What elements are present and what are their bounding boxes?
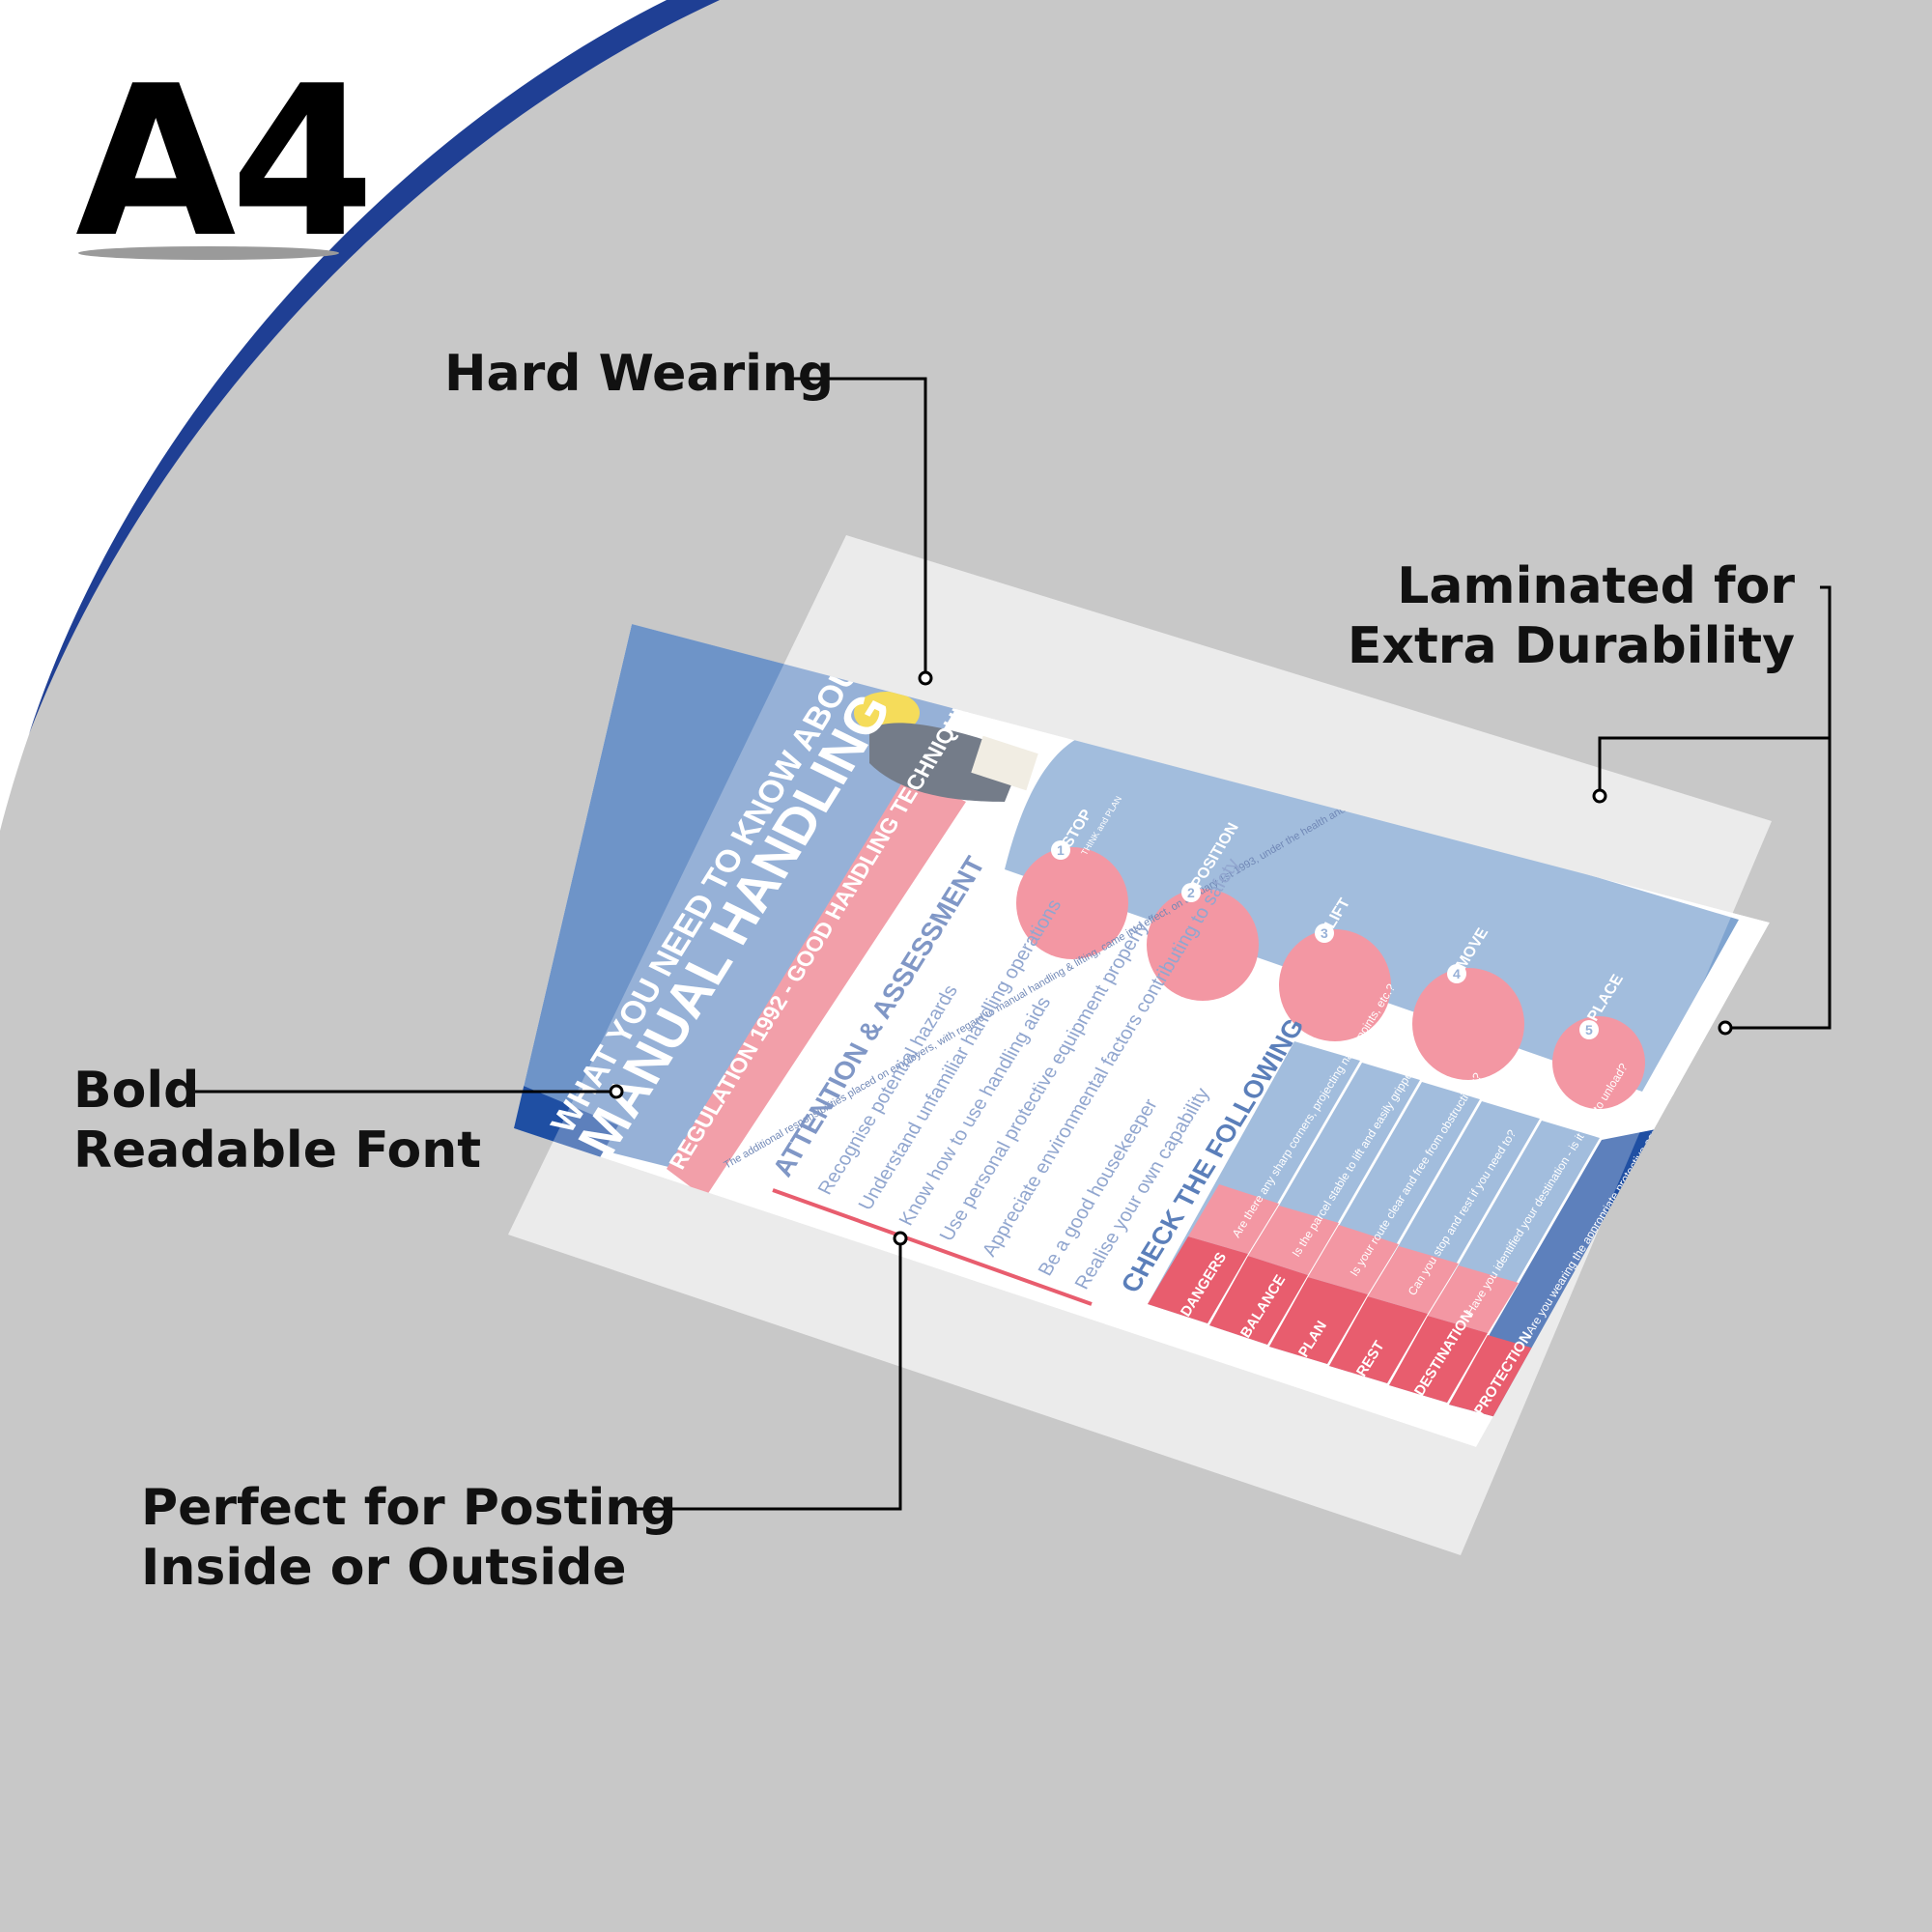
dot-posting (893, 1231, 908, 1246)
poster-header (514, 624, 976, 1169)
dot-bold-font (609, 1084, 624, 1099)
check-pink-5 (1428, 1265, 1519, 1333)
laminate-gloss (508, 535, 1772, 1555)
poster-subheader (667, 773, 966, 1198)
callout-posting: Perfect for Posting Inside or Outside (141, 1478, 677, 1598)
callout-laminated-line1: Laminated for (1397, 557, 1795, 615)
step-circle-1 (1016, 847, 1128, 959)
step-circle-4 (1412, 968, 1524, 1080)
leader-posting (628, 1238, 902, 1511)
check-label-2 (1209, 1256, 1308, 1345)
check-bars (1148, 1041, 1700, 1420)
callout-laminated: Laminated for Extra Durability (1348, 556, 1795, 676)
callout-bold-font-line1: Bold (73, 1062, 200, 1120)
worker-figure (854, 692, 1038, 802)
callout-hard-wearing-text: Hard Wearing (444, 345, 835, 403)
leader-hard-wearing (790, 377, 927, 678)
step-3-num: 3 (1321, 925, 1328, 941)
callout-hard-wearing: Hard Wearing (444, 344, 834, 404)
white-corner (0, 0, 715, 831)
leader-laminated (1725, 585, 1832, 1030)
steps-panel (1005, 729, 1739, 1092)
callout-posting-line2: Inside or Outside (141, 1539, 627, 1597)
leader-laminated-branch (1598, 736, 1830, 796)
attention-underline (772, 1188, 1093, 1306)
step-5-num: 5 (1585, 1022, 1593, 1037)
check-label-1 (1148, 1236, 1248, 1323)
step-1-num: 1 (1057, 842, 1065, 858)
size-label: A4 (75, 41, 375, 283)
step-4-num: 4 (1453, 966, 1461, 981)
dot-laminated-2 (1718, 1020, 1733, 1036)
callout-laminated-line2: Extra Durability (1347, 617, 1795, 675)
poster-blue-corner (514, 1082, 618, 1159)
check-label-4 (1329, 1296, 1428, 1383)
check-pink-2 (1248, 1206, 1339, 1275)
callout-posting-line1: Perfect for Posting (141, 1479, 677, 1537)
callout-bold-font: Bold Readable Font (73, 1061, 481, 1180)
step-circle-5 (1552, 1016, 1645, 1109)
check-pink-4 (1368, 1246, 1459, 1314)
check-label-5 (1389, 1316, 1488, 1403)
step-2-num: 2 (1187, 885, 1195, 900)
callout-bold-font-line2: Readable Font (73, 1122, 482, 1179)
dot-laminated-1 (1592, 788, 1607, 804)
check-label-3 (1269, 1277, 1368, 1364)
check-pink-3 (1308, 1225, 1399, 1294)
check-label-6 (1449, 1335, 1548, 1420)
dot-hard-wearing (918, 670, 933, 686)
step-circle-2 (1147, 889, 1259, 1001)
check-pink-1 (1188, 1184, 1279, 1254)
step-circle-3 (1279, 929, 1391, 1041)
label-shadow (78, 246, 339, 260)
